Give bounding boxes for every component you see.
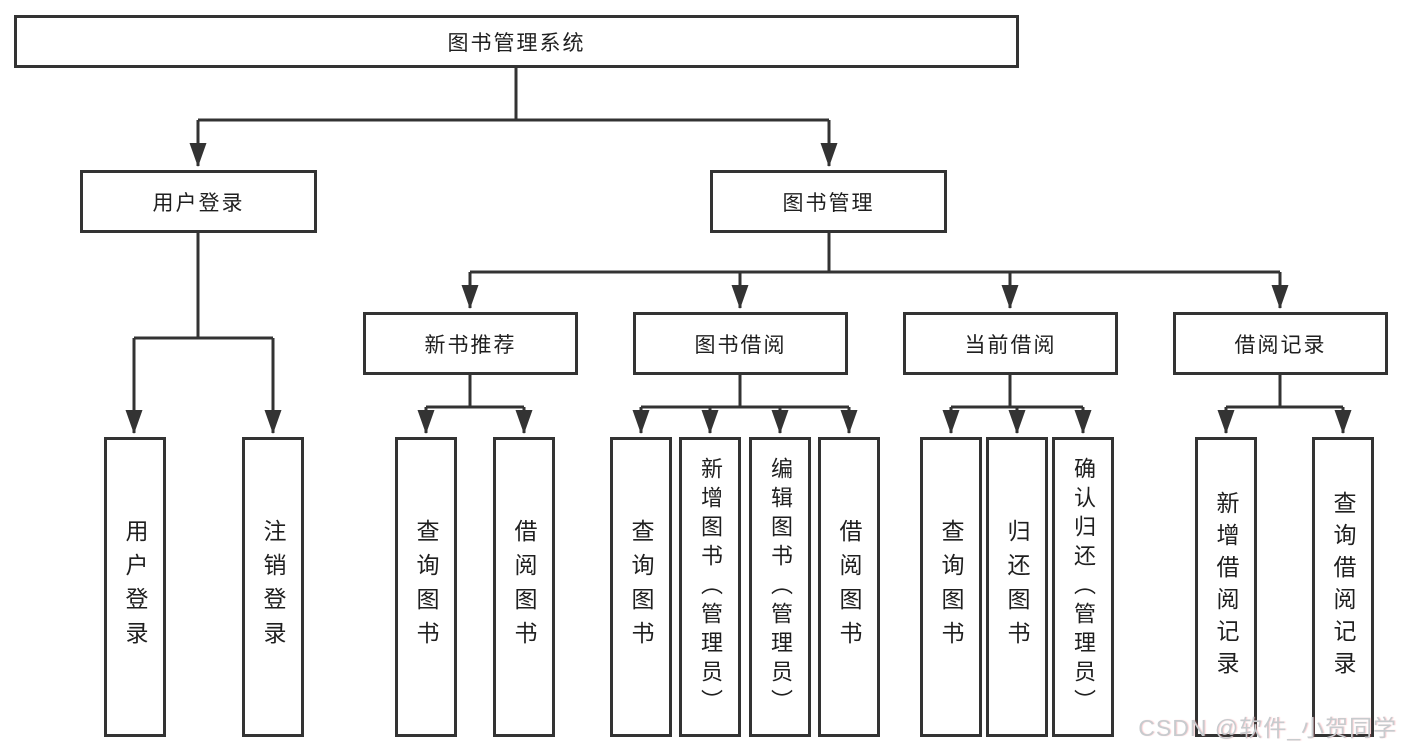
leaf-add-books-admin: 新增图书（管理员） bbox=[679, 437, 741, 737]
leaf-borrow-books-recommend: 借阅图书 bbox=[493, 437, 555, 737]
csdn-watermark: CSDN @软件_小贺同学 bbox=[1138, 715, 1397, 741]
leaf-query-books-borrowing-label: 查询图书 bbox=[628, 519, 654, 655]
node-book-borrowing-label: 图书借阅 bbox=[694, 333, 787, 357]
root-node-library-management-system: 图书管理系统 bbox=[14, 15, 1019, 68]
leaf-query-books-recommend-label: 查询图书 bbox=[413, 519, 439, 655]
node-current-borrowing-label: 当前借阅 bbox=[964, 333, 1057, 357]
node-book-management: 图书管理 bbox=[710, 170, 947, 233]
node-user-login: 用户登录 bbox=[80, 170, 317, 233]
leaf-query-books-current: 查询图书 bbox=[920, 437, 982, 737]
node-borrowing-records-label: 借阅记录 bbox=[1234, 333, 1327, 357]
leaf-query-books-current-label: 查询图书 bbox=[938, 519, 964, 655]
leaf-query-books-recommend: 查询图书 bbox=[395, 437, 457, 737]
leaf-add-borrow-record: 新增借阅记录 bbox=[1195, 437, 1257, 737]
leaf-edit-books-admin: 编辑图书（管理员） bbox=[749, 437, 811, 737]
leaf-add-books-admin-label: 新增图书（管理员） bbox=[698, 456, 723, 718]
root-node-label: 图书管理系统 bbox=[447, 31, 586, 55]
leaf-query-books-borrowing: 查询图书 bbox=[610, 437, 672, 737]
leaf-query-borrow-record: 查询借阅记录 bbox=[1312, 437, 1374, 737]
leaf-user-login: 用户登录 bbox=[104, 437, 166, 737]
node-borrowing-records: 借阅记录 bbox=[1173, 312, 1388, 375]
leaf-confirm-return-admin: 确认归还（管理员） bbox=[1052, 437, 1114, 737]
node-new-book-recommend-label: 新书推荐 bbox=[424, 333, 517, 357]
node-book-borrowing: 图书借阅 bbox=[633, 312, 848, 375]
leaf-borrow-books-borrowing-label: 借阅图书 bbox=[836, 519, 862, 655]
leaf-user-login-label: 用户登录 bbox=[122, 519, 148, 655]
leaf-return-books: 归还图书 bbox=[986, 437, 1048, 737]
leaf-logout-login: 注销登录 bbox=[242, 437, 304, 737]
leaf-edit-books-admin-label: 编辑图书（管理员） bbox=[768, 456, 793, 718]
leaf-logout-login-label: 注销登录 bbox=[260, 519, 286, 655]
leaf-borrow-books-recommend-label: 借阅图书 bbox=[511, 519, 537, 655]
node-user-login-label: 用户登录 bbox=[152, 191, 245, 215]
node-book-management-label: 图书管理 bbox=[782, 191, 875, 215]
leaf-add-borrow-record-label: 新增借阅记录 bbox=[1213, 491, 1239, 683]
node-new-book-recommend: 新书推荐 bbox=[363, 312, 578, 375]
leaf-borrow-books-borrowing: 借阅图书 bbox=[818, 437, 880, 737]
leaf-return-books-label: 归还图书 bbox=[1004, 519, 1030, 655]
node-current-borrowing: 当前借阅 bbox=[903, 312, 1118, 375]
leaf-confirm-return-admin-label: 确认归还（管理员） bbox=[1071, 456, 1096, 718]
leaf-query-borrow-record-label: 查询借阅记录 bbox=[1330, 491, 1356, 683]
